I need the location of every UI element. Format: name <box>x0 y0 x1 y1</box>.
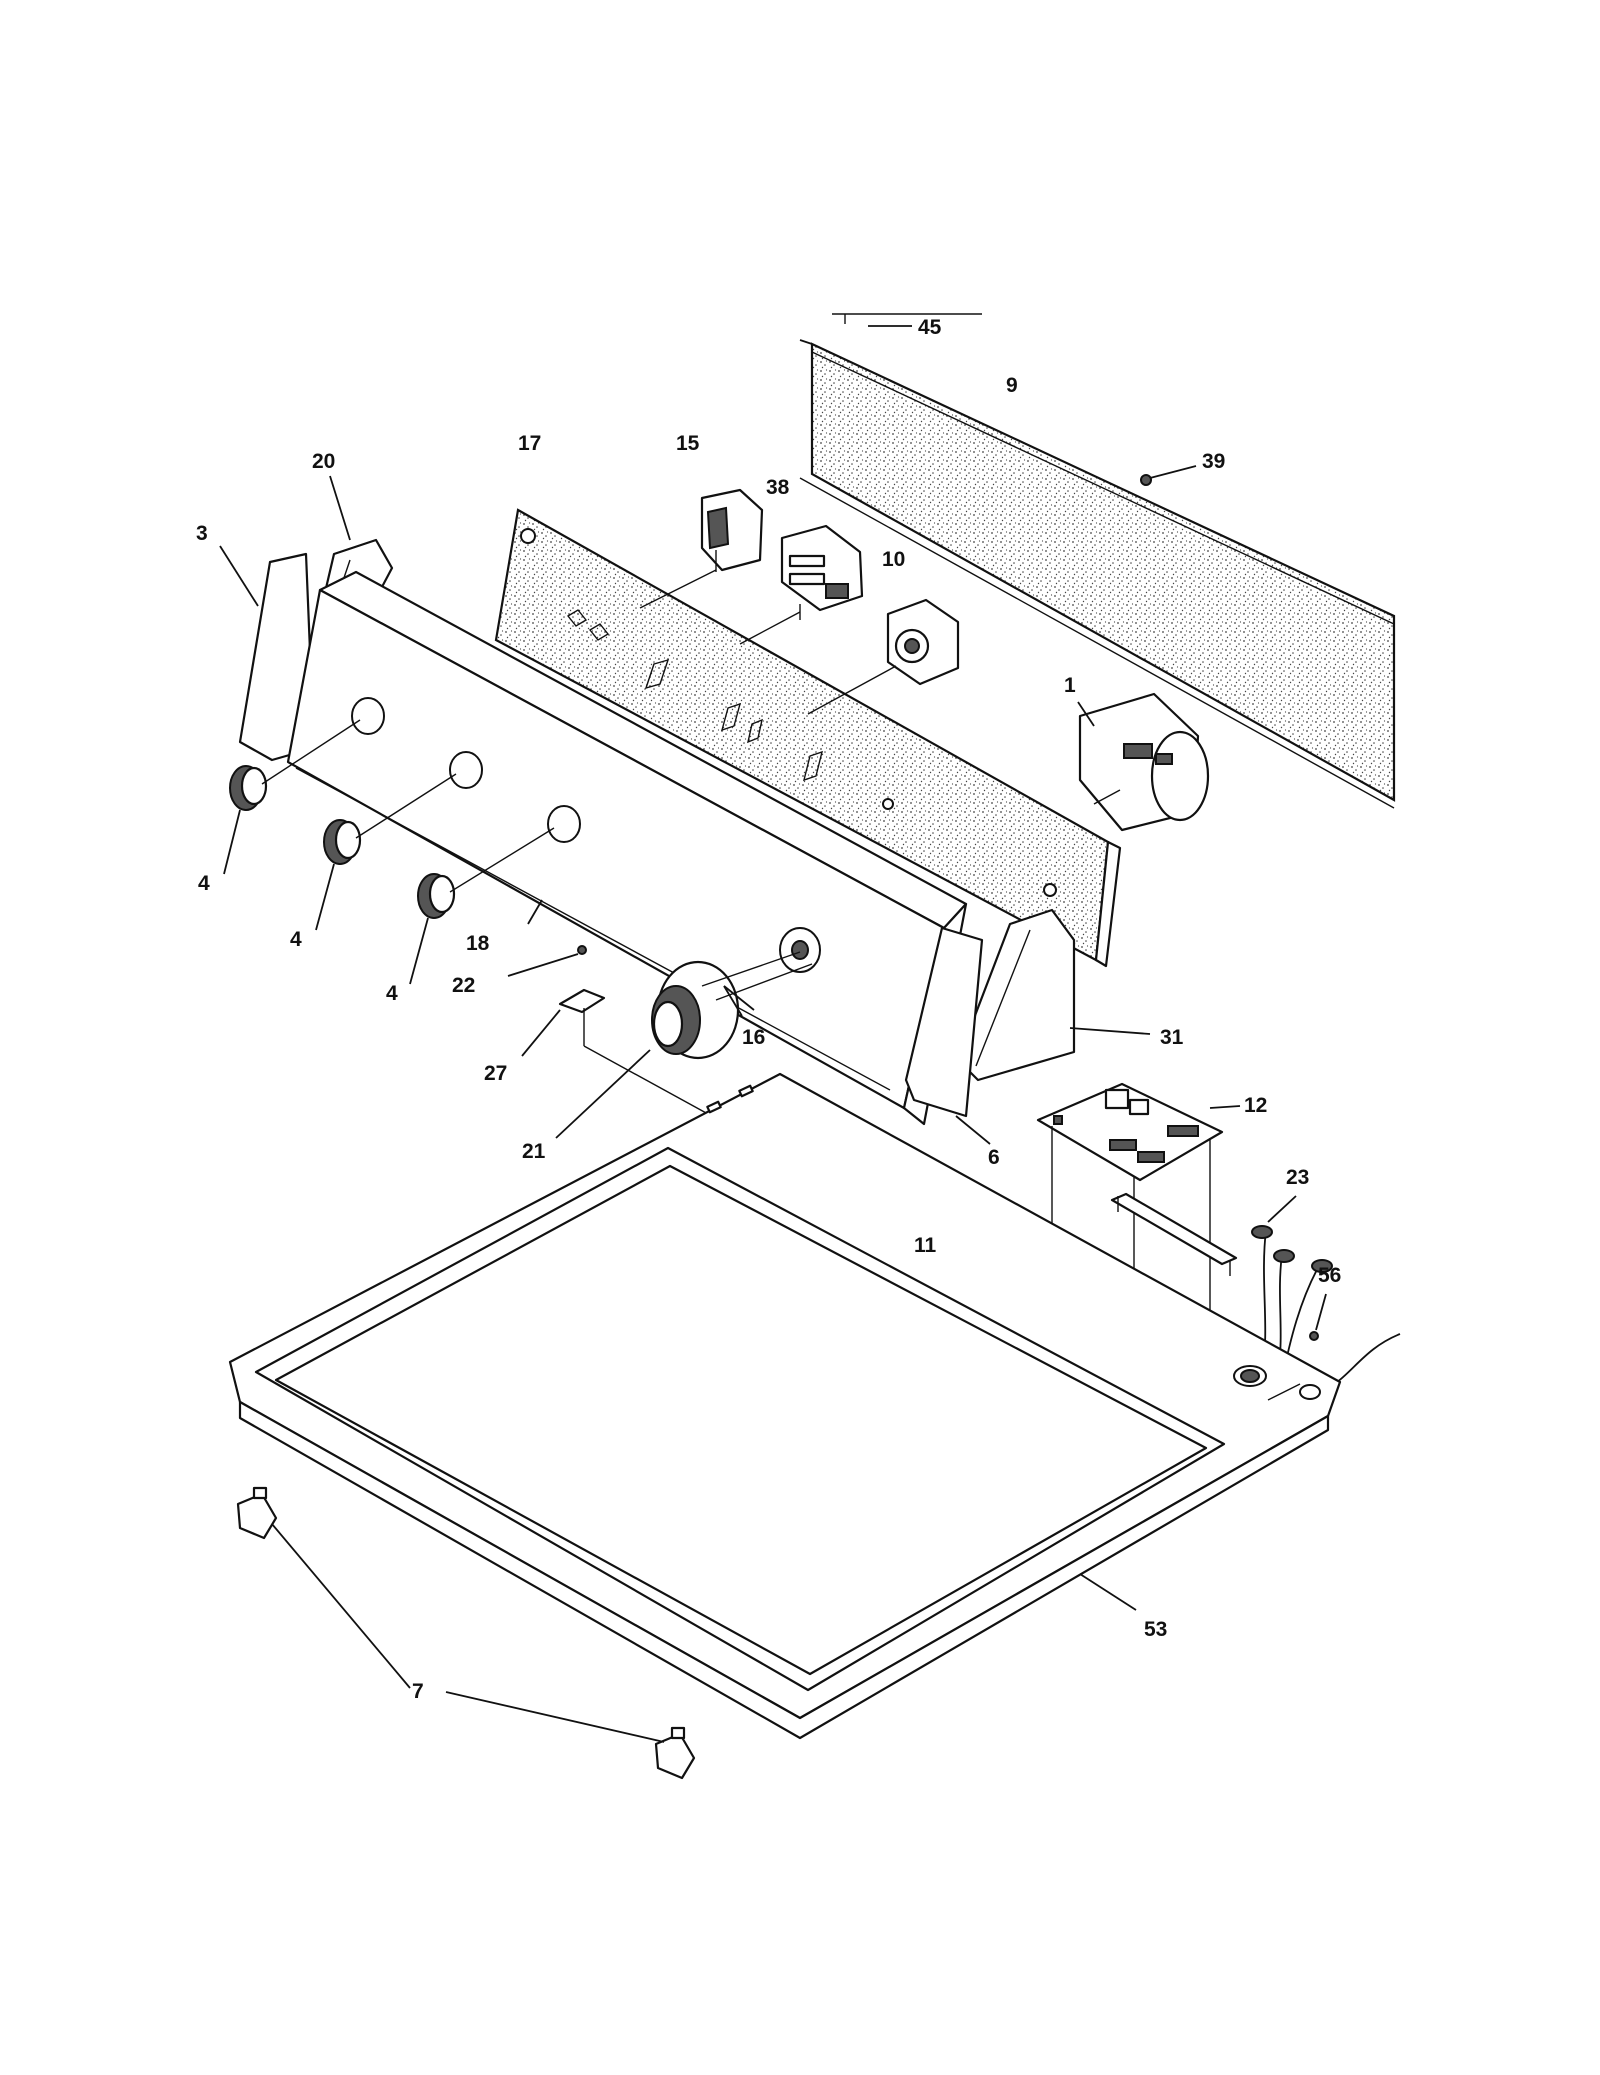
callout-3: 3 <box>196 522 208 545</box>
part-39-screw <box>1140 465 1197 486</box>
part-45-fastener <box>832 313 982 327</box>
callout-7: 7 <box>412 1680 424 1703</box>
callout-labels: 45 9 39 17 15 38 20 3 10 1 4 4 4 18 22 2… <box>196 316 1341 1703</box>
callout-22: 22 <box>452 974 475 997</box>
callout-9: 9 <box>1006 374 1018 397</box>
part-10-rotary-switch <box>807 598 960 715</box>
callout-10: 10 <box>882 548 905 571</box>
part-9-rear-panel <box>799 339 1396 809</box>
callout-11: 11 <box>914 1234 937 1257</box>
callout-56: 56 <box>1318 1264 1341 1287</box>
callout-45: 45 <box>918 316 942 339</box>
callout-38: 38 <box>766 476 790 499</box>
part-7-foot <box>236 1486 696 1780</box>
callout-16: 16 <box>742 1026 765 1049</box>
callout-17: 17 <box>518 432 541 455</box>
timer-knob-icon <box>555 951 813 1139</box>
callout-20: 20 <box>312 450 335 473</box>
part-1-timer <box>1077 692 1210 832</box>
part-17-control-panel <box>494 508 1122 968</box>
callout-27: 27 <box>484 1062 507 1085</box>
part-31-end-cap-right <box>956 908 1151 1082</box>
callout-4-c: 4 <box>386 982 398 1005</box>
callout-4-a: 4 <box>198 872 210 895</box>
callout-12: 12 <box>1244 1094 1267 1117</box>
callout-21: 21 <box>522 1140 546 1163</box>
part-6-end-cap <box>904 926 991 1145</box>
callout-6: 6 <box>988 1146 1000 1169</box>
callout-39: 39 <box>1202 450 1225 473</box>
callout-53: 53 <box>1144 1618 1167 1641</box>
control-knob-icon <box>223 719 555 985</box>
callout-31: 31 <box>1160 1026 1184 1049</box>
part-53-top-panel <box>228 1072 1342 1740</box>
part-15-switch <box>639 488 764 609</box>
callout-1: 1 <box>1064 674 1076 697</box>
callout-23: 23 <box>1286 1166 1309 1189</box>
circuit-board-icon <box>1036 1082 1241 1348</box>
callout-18: 18 <box>466 932 490 955</box>
part-38-switch <box>739 524 864 645</box>
part-27-bracket <box>521 988 709 1115</box>
callout-4-b: 4 <box>290 928 302 951</box>
part-22-screw <box>507 945 587 977</box>
callout-15: 15 <box>676 432 700 455</box>
